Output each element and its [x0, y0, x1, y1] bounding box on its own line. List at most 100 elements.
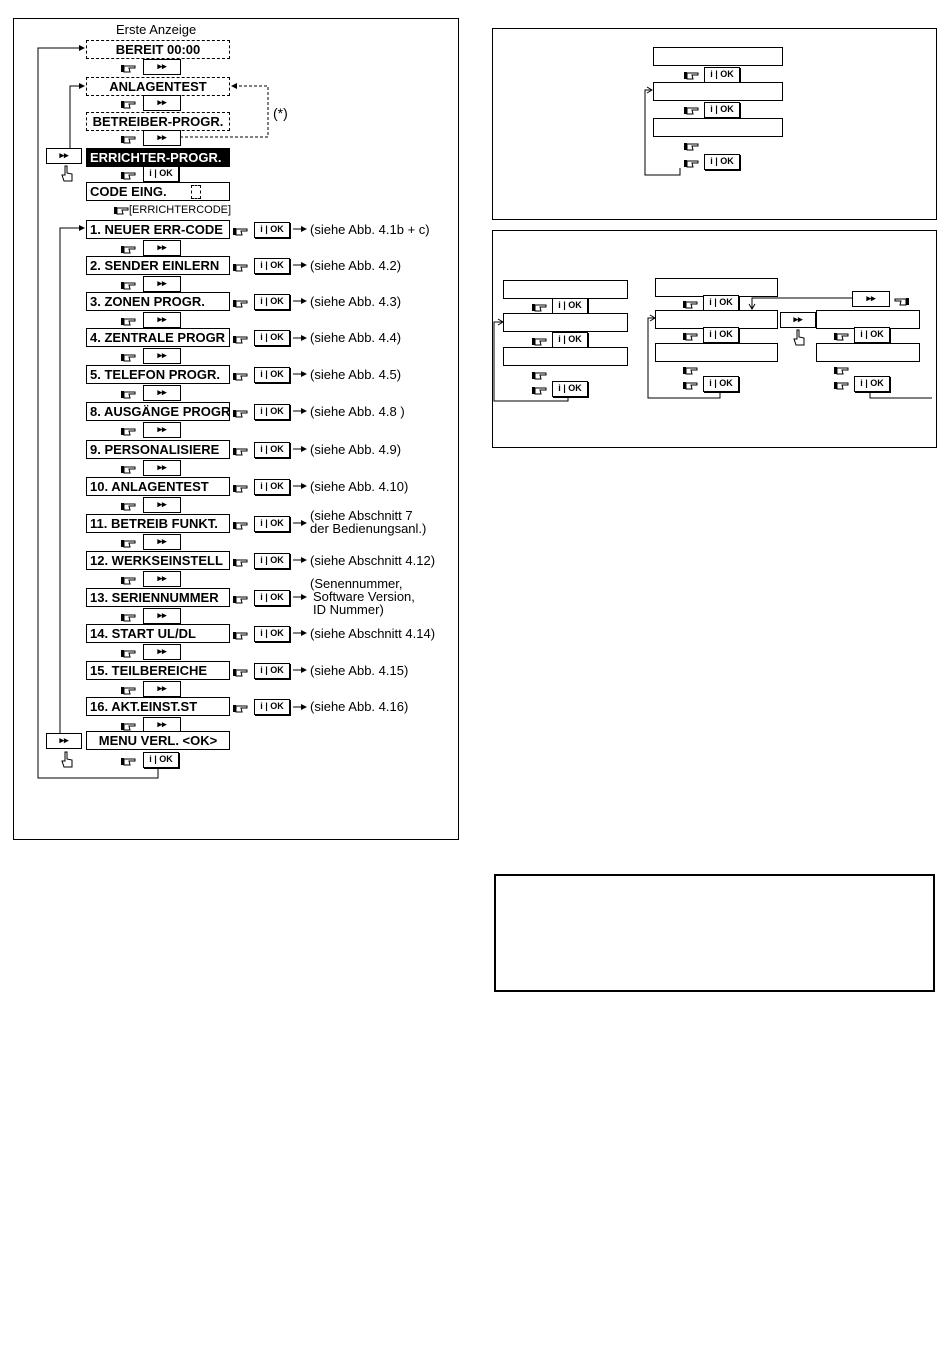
next-key[interactable]: ▸▸	[143, 130, 181, 146]
next-key[interactable]: ▸▸	[143, 681, 181, 697]
finger-press-icon	[120, 387, 138, 399]
finger-press-icon	[682, 378, 700, 390]
ok-key[interactable]: i | OK	[704, 102, 740, 118]
code-hint: [ERRICHTERCODE]	[129, 204, 232, 216]
menu-item-reference: Software Version,	[313, 589, 415, 604]
ok-key[interactable]: i | OK	[552, 298, 588, 314]
finger-press-icon	[232, 369, 250, 381]
ok-key[interactable]: i | OK	[143, 752, 179, 768]
ok-key[interactable]: i | OK	[143, 166, 179, 182]
ok-key[interactable]: i | OK	[703, 376, 739, 392]
finger-press-icon	[232, 296, 250, 308]
menu-item-reference: (siehe Abb. 4.15)	[310, 663, 409, 678]
ok-key[interactable]: i | OK	[254, 553, 290, 569]
ok-key[interactable]: i | OK	[703, 295, 739, 311]
menu-item-reference: (siehe Abb. 4.10)	[310, 479, 409, 494]
next-key[interactable]: ▸▸	[143, 59, 181, 75]
ok-key[interactable]: i | OK	[254, 590, 290, 606]
ok-key[interactable]: i | OK	[854, 327, 890, 343]
ok-key[interactable]: i | OK	[254, 330, 290, 346]
finger-press-icon	[683, 156, 701, 168]
menu-item-display: 14. START UL/DL	[86, 624, 230, 643]
next-key[interactable]: ▸▸	[143, 312, 181, 328]
display-blank	[503, 280, 628, 299]
next-key[interactable]: ▸▸	[143, 95, 181, 111]
next-key[interactable]: ▸▸	[143, 571, 181, 587]
finger-press-icon	[833, 329, 851, 341]
ok-key[interactable]: i | OK	[704, 154, 740, 170]
finger-press-icon	[892, 294, 910, 306]
finger-press-icon	[232, 592, 250, 604]
finger-press-icon	[232, 260, 250, 272]
ok-key[interactable]: i | OK	[552, 381, 588, 397]
next-key[interactable]: ▸▸	[143, 276, 181, 292]
finger-press-icon	[232, 224, 250, 236]
next-key[interactable]: ▸▸	[143, 534, 181, 550]
ok-key[interactable]: i | OK	[254, 222, 290, 238]
side-next-key[interactable]: ▸▸	[46, 148, 82, 164]
ok-key[interactable]: i | OK	[552, 332, 588, 348]
diagram-b-frame	[492, 230, 937, 448]
ok-key[interactable]: i | OK	[254, 258, 290, 274]
next-key[interactable]: ▸▸	[143, 608, 181, 624]
next-key[interactable]: ▸▸	[143, 644, 181, 660]
ok-key[interactable]: i | OK	[254, 442, 290, 458]
ok-key[interactable]: i | OK	[254, 294, 290, 310]
menu-item-display: 5. TELEFON PROGR.	[86, 365, 230, 384]
finger-press-icon	[683, 103, 701, 115]
finger-press-icon	[120, 314, 138, 326]
finger-press-icon	[531, 334, 549, 346]
ok-key[interactable]: i | OK	[254, 663, 290, 679]
next-key[interactable]: ▸▸	[143, 240, 181, 256]
menu-item-reference: der Bedienungsanl.)	[310, 521, 427, 536]
cursor-box	[191, 185, 201, 199]
hand-pointer-icon	[60, 165, 74, 183]
ok-key[interactable]: i | OK	[254, 699, 290, 715]
side-next-key[interactable]: ▸▸	[780, 312, 816, 328]
ok-key[interactable]: i | OK	[703, 327, 739, 343]
menu-item-reference: (siehe Abb. 4.16)	[310, 699, 409, 714]
next-key[interactable]: ▸▸	[143, 460, 181, 476]
menu-item-reference: (Senennummer,	[310, 576, 403, 591]
ok-key[interactable]: i | OK	[854, 376, 890, 392]
top-next-key[interactable]: ▸▸	[852, 291, 890, 307]
finger-press-icon	[682, 363, 700, 375]
finger-press-icon	[232, 518, 250, 530]
finger-press-icon	[113, 203, 131, 215]
menu-item-display: 9. PERSONALISIERE	[86, 440, 230, 459]
display-exit-menu: MENU VERL. <OK>	[86, 731, 230, 750]
ok-key[interactable]: i | OK	[254, 404, 290, 420]
finger-press-icon	[120, 462, 138, 474]
next-key[interactable]: ▸▸	[143, 497, 181, 513]
menu-item-reference: (siehe Abb. 4.4)	[310, 330, 402, 345]
next-key[interactable]: ▸▸	[143, 348, 181, 364]
ok-key[interactable]: i | OK	[254, 479, 290, 495]
menu-item-reference: (siehe Abb. 4.5)	[310, 367, 402, 382]
finger-press-icon	[833, 363, 851, 375]
ok-key[interactable]: i | OK	[254, 516, 290, 532]
side-next-key[interactable]: ▸▸	[46, 733, 82, 749]
finger-press-icon	[120, 499, 138, 511]
menu-item-reference: (siehe Abb. 4.1b + c)	[310, 222, 430, 237]
display-code-entry: CODE EING.	[86, 182, 230, 201]
display-blank	[655, 343, 778, 362]
finger-press-icon	[531, 368, 549, 380]
next-key[interactable]: ▸▸	[143, 422, 181, 438]
menu-item-display: 8. AUSGÄNGE PROGR	[86, 402, 230, 421]
ok-key[interactable]: i | OK	[254, 367, 290, 383]
note-box	[494, 874, 935, 992]
menu-item-reference: (siehe Abb. 4.2)	[310, 258, 402, 273]
ok-key[interactable]: i | OK	[254, 626, 290, 642]
finger-press-icon	[120, 97, 138, 109]
finger-press-icon	[120, 536, 138, 548]
next-key[interactable]: ▸▸	[143, 385, 181, 401]
finger-press-icon	[682, 329, 700, 341]
diagram-a-frame	[492, 28, 937, 220]
finger-press-icon	[120, 61, 138, 73]
first-display-title: Erste Anzeige	[116, 22, 197, 37]
menu-item-reference: (siehe Abschnitt 4.14)	[310, 626, 436, 641]
display-ready: BEREIT 00:00	[86, 40, 230, 59]
menu-item-reference: (siehe Abschnitt 7	[310, 508, 413, 523]
